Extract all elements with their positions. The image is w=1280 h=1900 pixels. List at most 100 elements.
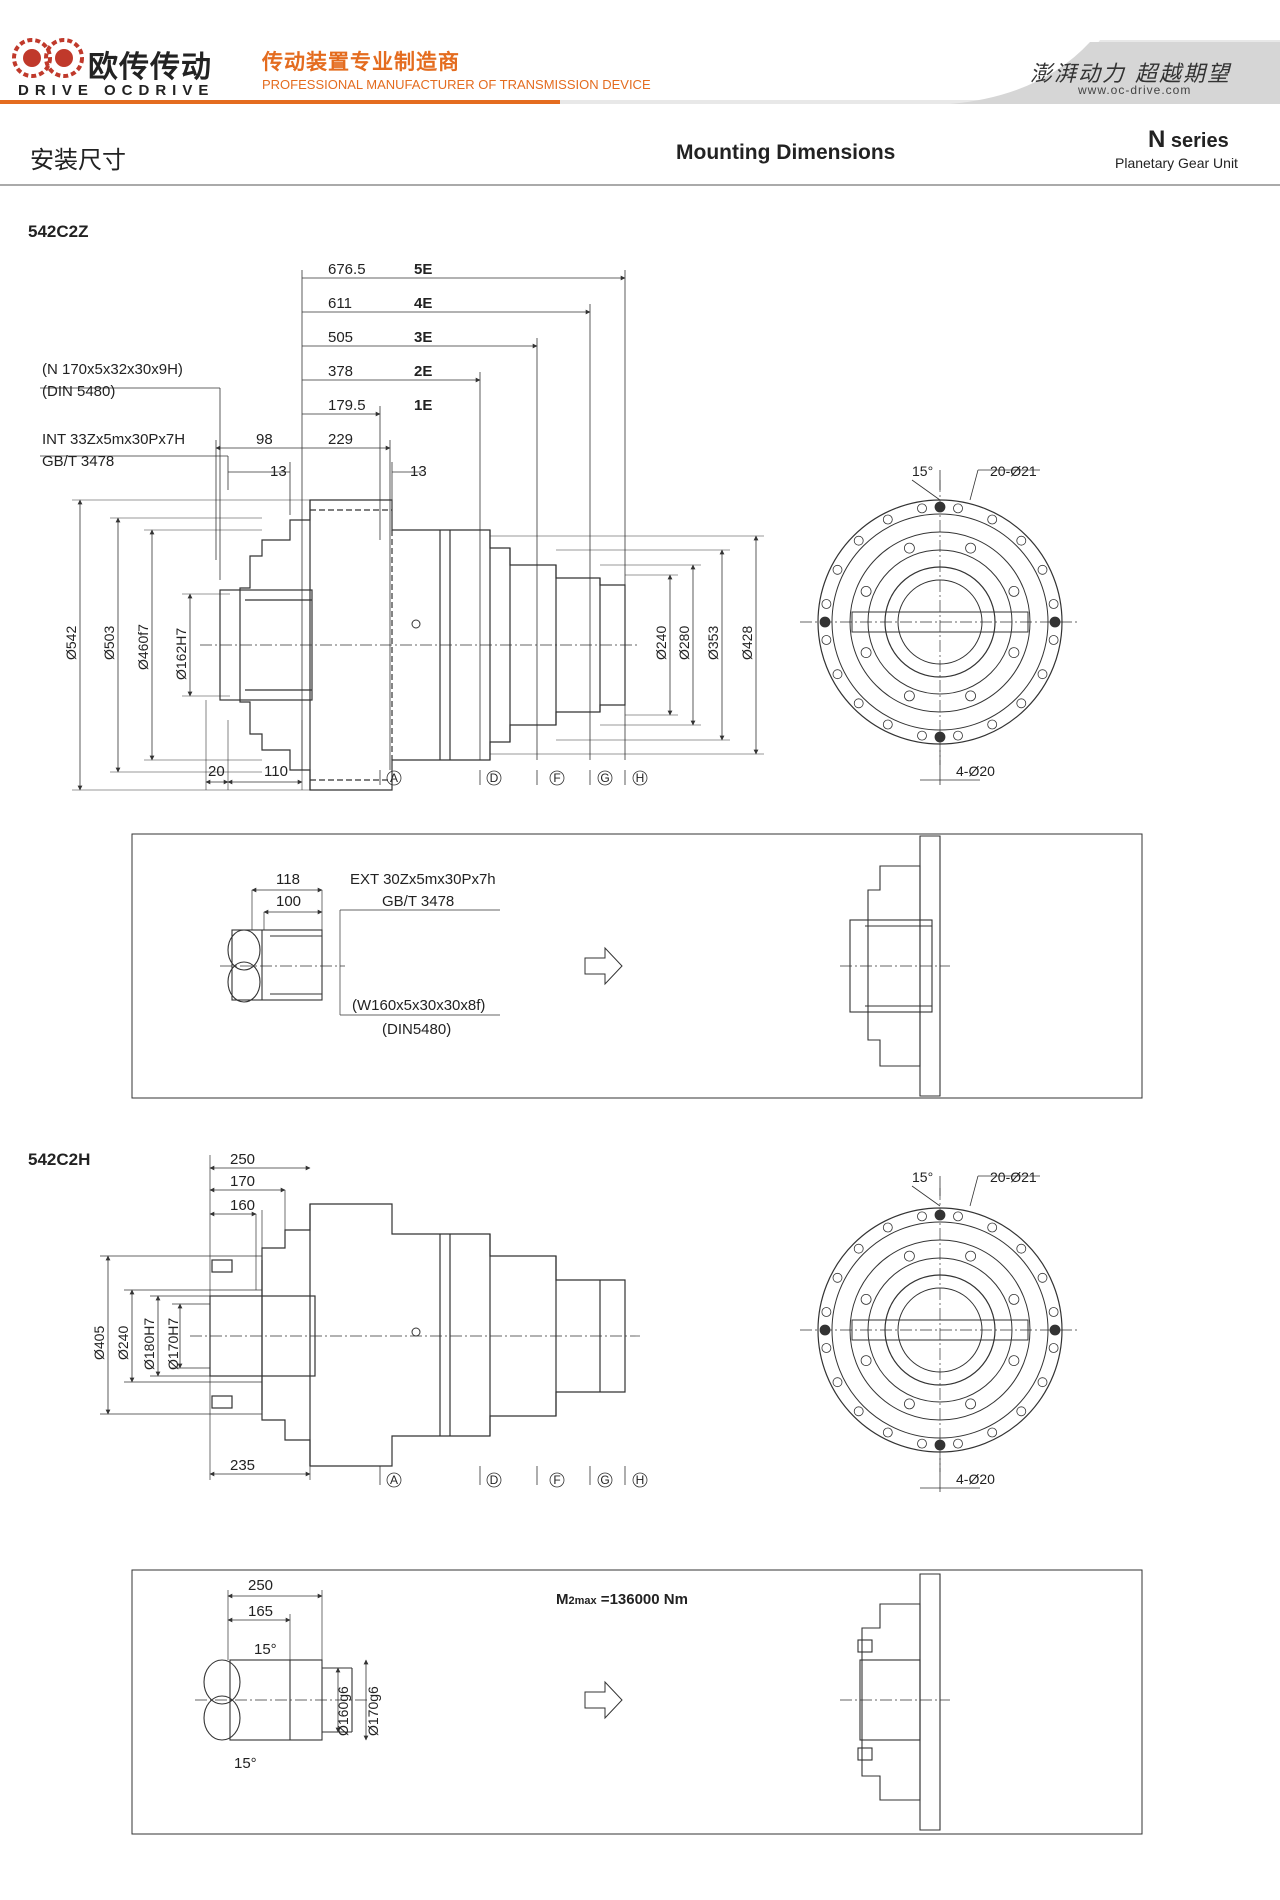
- bolt-hole: [953, 1438, 963, 1449]
- bolt-hole: [1048, 1307, 1059, 1317]
- slogan: 澎湃动力 超越期望: [1030, 62, 1231, 87]
- marker-d: D: [490, 771, 499, 785]
- opt1-w-spline: (W160x5x30x30x8f): [352, 997, 485, 1014]
- bolt-hole: [860, 1355, 872, 1366]
- bolt-hole: [1016, 698, 1027, 709]
- bolt-hole: [904, 1250, 915, 1262]
- bolt-hole: [987, 514, 998, 525]
- front-view-542c2z: 15° 20-Ø21 4-Ø20: [800, 463, 1080, 785]
- dim-170: 170: [230, 1173, 255, 1190]
- dowel-hole: [934, 1209, 946, 1221]
- bolt-hole: [987, 1222, 998, 1233]
- bolt-hole: [965, 542, 976, 554]
- bolt-hole: [1048, 635, 1059, 645]
- logo-english: DRIVE OCDRIVE: [18, 82, 215, 99]
- bolt-hole: [860, 586, 872, 597]
- dowel-hole: [934, 501, 946, 513]
- holes-20-21: 20-Ø21: [990, 463, 1037, 479]
- tagline-english: PROFESSIONAL MANUFACTURER OF TRANSMISSIO…: [262, 77, 651, 92]
- side-view-542c2z: A D F G H 676.5 5E 611 4E 505 3E 378 2E …: [40, 261, 764, 791]
- series-subtitle: Planetary Gear Unit: [1115, 155, 1238, 171]
- dim-250: 250: [230, 1151, 255, 1168]
- bolt-hole: [1037, 669, 1048, 680]
- opt2-angle-bottom: 15°: [234, 1755, 257, 1772]
- dim-4e-code: 4E: [414, 295, 432, 312]
- torque-prefix: M: [556, 1591, 569, 1608]
- dim-98: 98: [256, 431, 273, 448]
- dim-13-left: 13: [270, 463, 287, 480]
- bolt-hole: [821, 1307, 832, 1317]
- bolt-hole: [1008, 647, 1020, 658]
- bolt-hole: [1037, 564, 1048, 575]
- dowel-hole: [1049, 616, 1061, 628]
- dia-428: Ø428: [739, 626, 755, 660]
- bolt-hole: [987, 1427, 998, 1438]
- holes-4-20: 4-Ø20: [956, 763, 995, 779]
- model-name-542c2z: 542C2Z: [28, 222, 89, 241]
- bolt-hole: [1008, 1355, 1020, 1366]
- dim-3e-code: 3E: [414, 329, 432, 346]
- dia-280: Ø280: [676, 626, 692, 660]
- dim-5e-value: 676.5: [328, 261, 366, 278]
- bolt-hole: [1037, 1377, 1048, 1388]
- dim-4e-value: 611: [328, 295, 352, 312]
- dia-162h7: Ø162H7: [173, 628, 189, 680]
- opt2-dim-165: 165: [248, 1603, 273, 1620]
- bolt-hole: [832, 1272, 843, 1283]
- bolt-hole: [1008, 586, 1020, 597]
- header-band: [0, 38, 1280, 186]
- opt2-dim-250: 250: [248, 1577, 273, 1594]
- torque-value: =136000 Nm: [597, 1591, 688, 1608]
- marker-h: H: [636, 771, 645, 785]
- bolt-hole: [882, 514, 893, 525]
- option-box-542c2z: 118 100 EXT 30Zx5mx30Px7h GB/T 3478 (W16…: [131, 833, 1143, 1099]
- dia-240-2: Ø240: [115, 1326, 131, 1360]
- torque-label: M2max =136000 Nm: [556, 1591, 688, 1608]
- spline-n-standard: (DIN 5480): [42, 383, 115, 400]
- bolt-hole: [860, 1294, 872, 1305]
- bolt-hole: [987, 719, 998, 730]
- opt1-w-standard: (DIN5480): [382, 1021, 451, 1038]
- marker-a-2: A: [390, 1473, 398, 1487]
- side-view-542c2h: A D F G H 250 170 160 235 Ø405 Ø240 Ø180…: [91, 1151, 648, 1488]
- opt2-angle-top: 15°: [254, 1641, 277, 1658]
- bolt-hole: [904, 542, 915, 554]
- dim-1e-code: 1E: [414, 397, 432, 414]
- dia-460f7: Ø460f7: [135, 624, 151, 670]
- dim-3e-value: 505: [328, 329, 353, 346]
- spline-int-label: INT 33Zx5mx30Px7H: [42, 431, 185, 448]
- spline-n-label: (N 170x5x32x30x9H): [42, 361, 183, 378]
- dowel-hole: [934, 731, 946, 743]
- bolt-hole: [904, 1398, 915, 1410]
- marker-f-2: F: [553, 1473, 560, 1487]
- dia-405: Ø405: [91, 1326, 107, 1360]
- bolt-hole: [917, 1211, 927, 1222]
- angle-15: 15°: [912, 463, 933, 479]
- spline-int-standard: GB/T 3478: [42, 453, 114, 470]
- dim-235: 235: [230, 1457, 255, 1474]
- bolt-hole: [1048, 1343, 1059, 1353]
- opt2-dia-160g6: Ø160g6: [335, 1686, 351, 1736]
- marker-a: A: [390, 771, 398, 785]
- bolt-hole: [953, 503, 963, 514]
- series-letter: N: [1148, 126, 1166, 153]
- page-title-chinese: 安装尺寸: [30, 147, 126, 174]
- gear-logo-icon: [12, 38, 84, 78]
- model-name-542c2h: 542C2H: [28, 1150, 91, 1169]
- dowel-hole: [819, 1324, 831, 1336]
- bolt-hole: [917, 503, 927, 514]
- dim-20: 20: [208, 763, 225, 780]
- bolt-hole: [853, 1406, 864, 1417]
- dia-542: Ø542: [63, 626, 79, 660]
- dia-353: Ø353: [705, 626, 721, 660]
- marker-f: F: [553, 771, 560, 785]
- dim-2e-value: 378: [328, 363, 353, 380]
- torque-subscript: 2max: [569, 1595, 598, 1607]
- bolt-hole: [821, 1343, 832, 1353]
- front-view-542c2h: 15° 20-Ø21 4-Ø20: [800, 1169, 1080, 1492]
- bolt-hole: [832, 669, 843, 680]
- dim-229: 229: [328, 431, 353, 448]
- bolt-hole: [1016, 1243, 1027, 1254]
- marker-g: G: [600, 771, 609, 785]
- bolt-hole: [1016, 1406, 1027, 1417]
